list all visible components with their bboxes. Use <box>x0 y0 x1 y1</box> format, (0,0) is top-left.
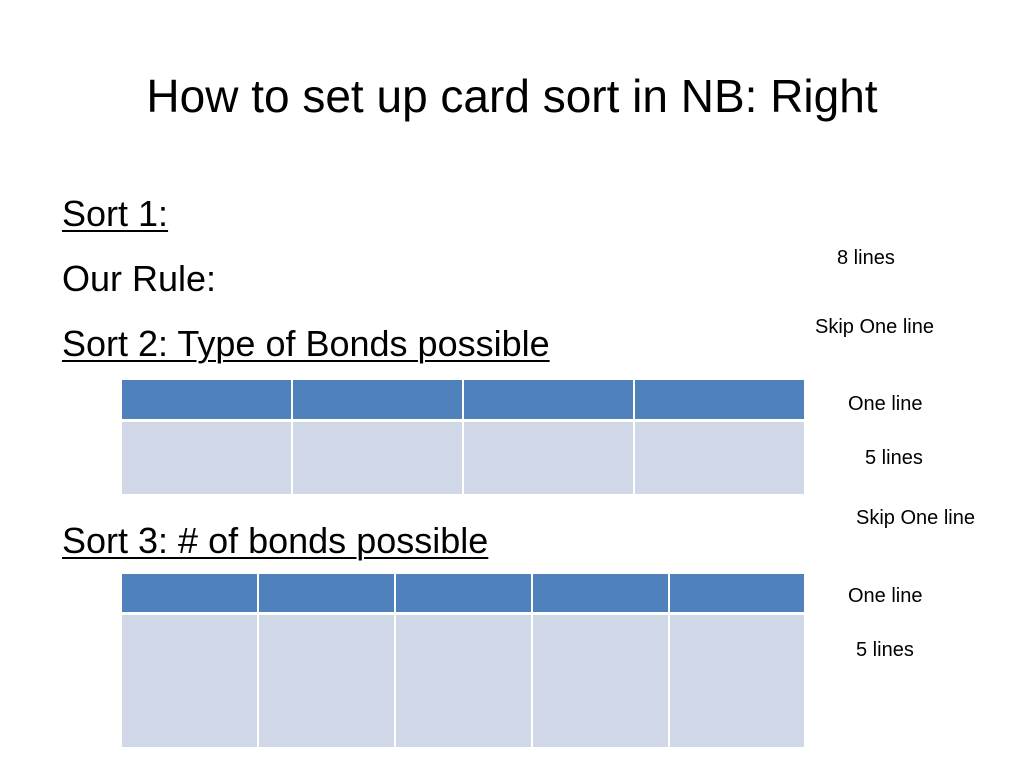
sort-3-body-row <box>122 615 804 747</box>
sort-3-heading: Sort 3: # of bonds possible <box>62 520 489 561</box>
sort-2-header-cell <box>464 380 635 422</box>
sort-3-body-cell <box>533 615 670 747</box>
sort-2-body-cell <box>122 422 293 494</box>
sort-2-body-cell <box>293 422 464 494</box>
sort-3-body-cell <box>670 615 804 747</box>
sort-3-header-cell <box>259 574 396 615</box>
sort-2-body-row <box>122 422 804 494</box>
note-5-lines-2: 5 lines <box>856 639 914 661</box>
sort-2-header-cell <box>635 380 804 422</box>
sort-2-header-row <box>122 380 804 422</box>
sort-3-body-cell <box>122 615 259 747</box>
sort-1-heading: Sort 1: <box>62 193 169 234</box>
note-one-line: One line <box>848 393 923 415</box>
slide-title: How to set up card sort in NB: Right <box>146 70 878 122</box>
sort-3-header-cell <box>396 574 533 615</box>
sort-3-header-row <box>122 574 804 615</box>
sort-3-header-cell <box>670 574 804 615</box>
sort-2-table <box>122 380 804 494</box>
our-rule-line: Our Rule: <box>62 258 217 299</box>
note-5-lines: 5 lines <box>865 447 923 469</box>
sort-2-body-cell <box>464 422 635 494</box>
sort-2-body-cell <box>635 422 804 494</box>
sort-3-header-cell <box>533 574 670 615</box>
note-skip-one-line-2: Skip One line <box>856 507 975 529</box>
sort-2-header-cell <box>122 380 293 422</box>
sort-3-table <box>122 574 804 747</box>
note-one-line-2: One line <box>848 585 923 607</box>
note-8-lines: 8 lines <box>837 247 895 269</box>
sort-3-header-cell <box>122 574 259 615</box>
sort-2-header-cell <box>293 380 464 422</box>
sort-2-heading: Sort 2: Type of Bonds possible <box>62 323 550 364</box>
sort-3-body-cell <box>396 615 533 747</box>
note-skip-one-line: Skip One line <box>815 316 934 338</box>
sort-3-body-cell <box>259 615 396 747</box>
